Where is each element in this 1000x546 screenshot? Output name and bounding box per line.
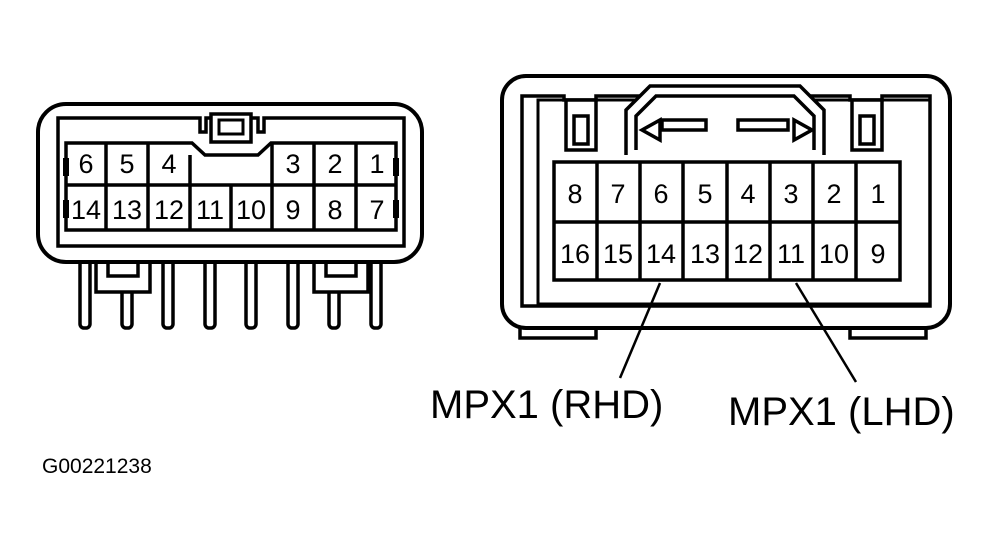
pin-label: 3	[783, 179, 798, 209]
callout-label-lhd: MPX1 (LHD)	[728, 390, 955, 434]
pin-label: 13	[112, 195, 142, 225]
pin-label: 11	[777, 239, 805, 269]
left-connector-brackets	[94, 258, 370, 294]
pin-label: 1	[870, 179, 885, 209]
right-connector-top-labels: 8 7 6 5 4 3 2 1	[567, 179, 885, 209]
pin-label: 12	[733, 239, 763, 269]
pin-label: 11	[196, 195, 224, 225]
pin-label: 4	[161, 149, 176, 179]
pin-label: 8	[567, 179, 582, 209]
callout-leader-lhd	[794, 282, 858, 383]
callout-leader-rhd	[618, 282, 662, 379]
pin-label: 12	[154, 195, 184, 225]
right-connector-bottom-labels: 16 15 14 13 12 11 10 9	[560, 239, 886, 269]
left-connector-bottom-labels: 14 13 12 11 10 9 8 7	[71, 195, 385, 225]
pin-label: 7	[610, 179, 625, 209]
pin-label: 4	[740, 179, 755, 209]
pin-label: 6	[78, 149, 93, 179]
left-connector-top-labels: 6 5 4 3 2 1	[78, 149, 384, 179]
pin-label: 9	[285, 195, 300, 225]
right-connector-latch	[624, 84, 826, 155]
right-connector	[500, 74, 952, 340]
pin-label: 2	[826, 179, 841, 209]
pin-label: 9	[870, 239, 885, 269]
right-connector-grid	[552, 160, 902, 282]
figure-id: G00221238	[42, 455, 152, 478]
pin-label: 13	[690, 239, 720, 269]
pin-label: 8	[327, 195, 342, 225]
pin-label: 15	[603, 239, 633, 269]
left-connector-inner-frame	[56, 116, 406, 248]
pin-label: 14	[646, 239, 676, 269]
pin-label: 10	[236, 195, 266, 225]
pin-label: 10	[819, 239, 849, 269]
pin-label: 5	[697, 179, 712, 209]
pin-label: 16	[560, 239, 590, 269]
pin-label: 14	[71, 195, 101, 225]
pin-label: 7	[369, 195, 384, 225]
pin-label: 3	[285, 149, 300, 179]
left-connector-latch	[209, 112, 253, 144]
callout-label-rhd: MPX1 (RHD)	[430, 383, 663, 427]
right-connector-side-latches	[564, 98, 884, 152]
left-connector	[36, 102, 424, 330]
pin-label: 5	[119, 149, 134, 179]
pin-label: 1	[369, 149, 384, 179]
pin-label: 6	[653, 179, 668, 209]
left-connector-grid	[63, 141, 399, 232]
pin-label: 2	[327, 149, 342, 179]
